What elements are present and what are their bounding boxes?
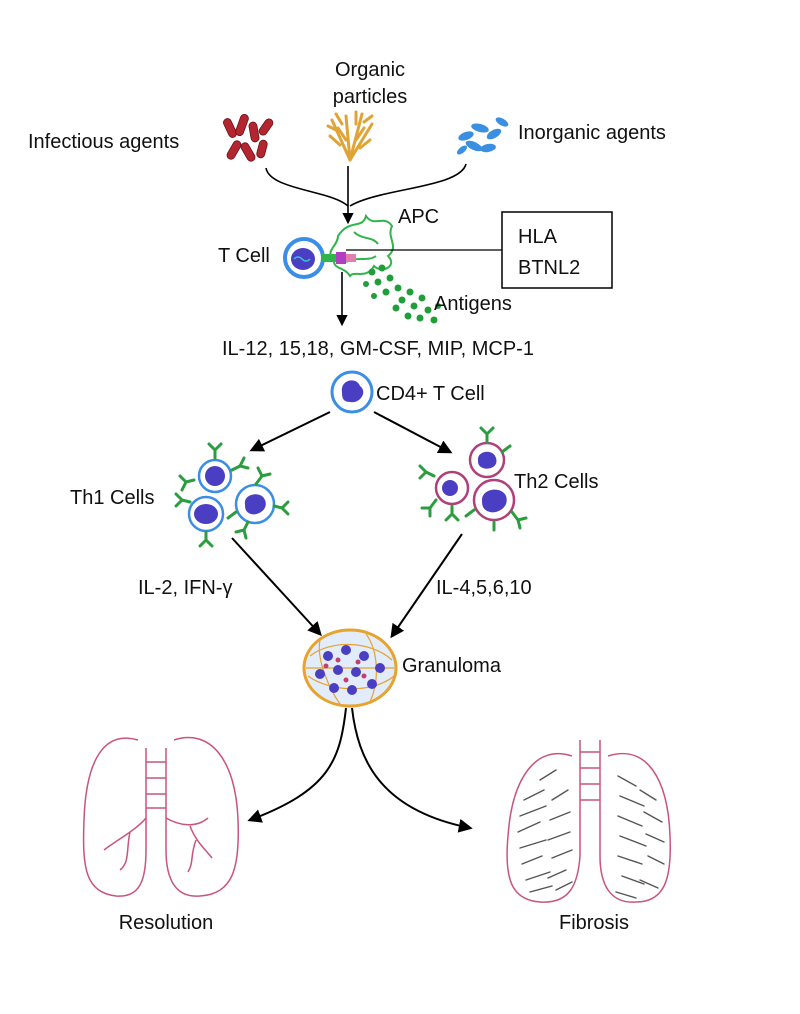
- hla-btnl2-box: [501, 211, 613, 289]
- cd4-t-cell-label: CD4+ T Cell: [376, 383, 485, 405]
- hla-label: HLA: [518, 226, 558, 248]
- organic-particles-label-line1: Organic: [335, 59, 405, 81]
- granuloma-icon: [302, 628, 398, 708]
- antigens-dots: [363, 264, 441, 324]
- resolution-label: Resolution: [119, 912, 214, 934]
- th2-cells-icon: [418, 426, 528, 532]
- th2-cells-label: Th2 Cells: [514, 471, 598, 493]
- granuloma-to-fibrosis-arrow: [351, 707, 473, 833]
- healthy-lungs-icon: [82, 736, 240, 897]
- cd4-to-th2-arrow: [373, 411, 453, 454]
- infectious-agents-icon: [223, 114, 274, 162]
- th1-to-granuloma-arrow: [231, 537, 322, 637]
- th2-to-granuloma-arrow: [390, 533, 463, 639]
- granuloma-to-resolution-arrow: [247, 707, 347, 823]
- organic-particles-label-line2: particles: [333, 86, 407, 108]
- fibrotic-lungs-icon: [506, 740, 672, 903]
- organic-particles-icon: [326, 110, 374, 162]
- th2-cytokines-label: IL-4,5,6,10: [436, 577, 532, 599]
- hla-receptor-complex: [322, 252, 356, 264]
- apc-label: APC: [398, 206, 439, 228]
- converging-arrows: [265, 163, 467, 225]
- antigens-label: Antigens: [434, 293, 512, 315]
- t-cell-label: T Cell: [218, 245, 270, 267]
- btnl2-label: BTNL2: [518, 257, 580, 279]
- th1-cytokines-label: IL-2, IFN-γ: [138, 577, 232, 599]
- inorganic-agents-label: Inorganic agents: [518, 122, 666, 144]
- apc-cytokines-label: IL-12, 15,18, GM-CSF, MIP, MCP-1: [222, 338, 534, 360]
- cd4-t-cell-icon: [330, 370, 374, 414]
- inorganic-agents-icon: [457, 117, 509, 155]
- fibrosis-label: Fibrosis: [559, 912, 629, 934]
- granuloma-label: Granuloma: [402, 655, 502, 677]
- th1-cells-icon: [174, 442, 290, 548]
- th1-cells-label: Th1 Cells: [70, 487, 154, 509]
- t-cell-icon: [283, 237, 325, 279]
- infectious-agents-label: Infectious agents: [28, 131, 179, 153]
- cd4-to-th1-arrow: [249, 411, 331, 452]
